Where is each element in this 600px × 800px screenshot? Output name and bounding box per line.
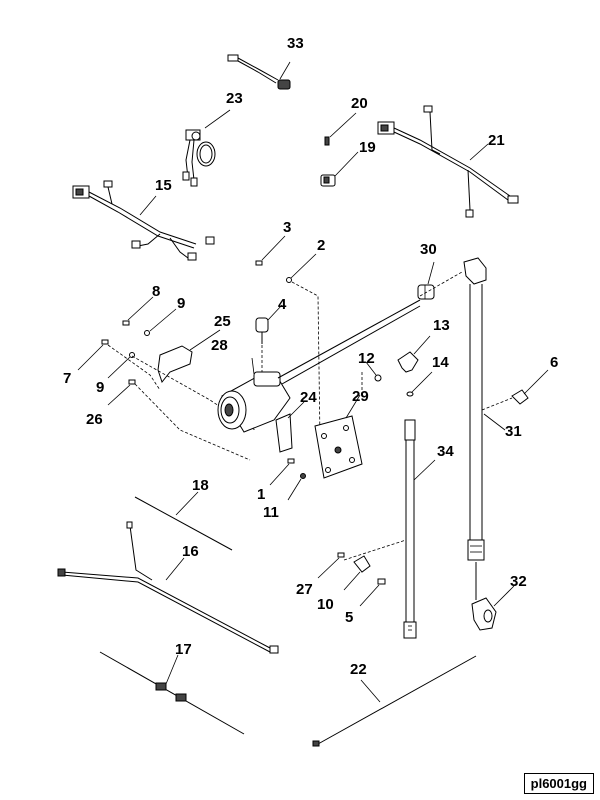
part-9-washer-upper [144,308,177,336]
part-20-seal [324,112,357,146]
callout-5: 5 [345,609,353,626]
callout-25: 25 [214,313,231,330]
part-28-pump-motor [217,299,421,433]
callout-11: 11 [263,504,279,521]
part-23-harness [182,109,231,187]
callout-6: 6 [550,354,558,371]
callout-32: 32 [510,573,527,590]
callout-4: 4 [278,296,287,313]
callout-2: 2 [317,237,325,254]
part-12-o-ring [361,361,382,395]
callout-31: 31 [505,423,522,440]
callout-3: 3 [283,219,291,236]
part-1-screw [269,458,295,486]
part-19-connector [320,151,359,187]
callout-9-lower: 9 [96,379,104,396]
part-14-o-ring [406,371,433,397]
part-31-hose [419,257,506,561]
callout-8: 8 [152,283,160,300]
part-8-screw [122,296,154,326]
part-13-elbow [397,335,431,373]
part-6-clamp [481,369,549,411]
part-5-nut [359,578,386,607]
callout-1: 1 [257,486,265,503]
part-2-washer [286,253,321,441]
callout-21: 21 [488,132,505,149]
figure-id-label: pl6001gg [523,773,594,794]
part-17-cable [99,651,245,735]
callout-15: 15 [155,177,172,194]
callout-34: 34 [437,443,454,460]
part-7-screw [77,339,109,371]
callout-20: 20 [351,95,368,112]
callout-22: 22 [350,661,367,678]
callout-16: 16 [182,543,199,560]
part-4-sensor [255,304,283,344]
callout-26: 26 [86,411,103,428]
part-27-screw [317,552,345,579]
callout-13: 13 [433,317,450,334]
callout-12: 12 [358,350,375,367]
callout-18: 18 [192,477,209,494]
callout-7: 7 [63,370,71,387]
part-10-clamp [343,539,407,591]
callout-19: 19 [359,139,376,156]
part-32-elbow [471,562,515,631]
callout-17: 17 [175,641,192,658]
part-24-bracket [275,401,305,453]
part-16-y-harness [57,521,279,654]
part-26-screw [107,379,136,406]
part-29-mounting-plate [314,394,363,479]
part-9-washer-lower [107,352,135,379]
callout-24: 24 [300,389,317,406]
part-30-fitting [417,261,435,300]
part-21-harness [377,105,519,218]
part-33-sensor-cable [227,54,291,90]
callout-27: 27 [296,581,313,598]
callout-28: 28 [211,337,228,354]
part-15-harness [72,180,215,261]
part-34-hose [403,419,436,639]
callout-10: 10 [317,596,334,613]
callout-23: 23 [226,90,243,107]
part-22-cable [312,655,477,747]
part-18-cable [134,491,233,551]
part-3-screw [255,235,286,266]
callout-9-upper: 9 [177,295,185,312]
part-11-nut [287,473,306,501]
callout-29: 29 [352,388,369,405]
callout-33: 33 [287,35,304,52]
callout-14: 14 [432,354,449,371]
callout-30: 30 [420,241,437,258]
